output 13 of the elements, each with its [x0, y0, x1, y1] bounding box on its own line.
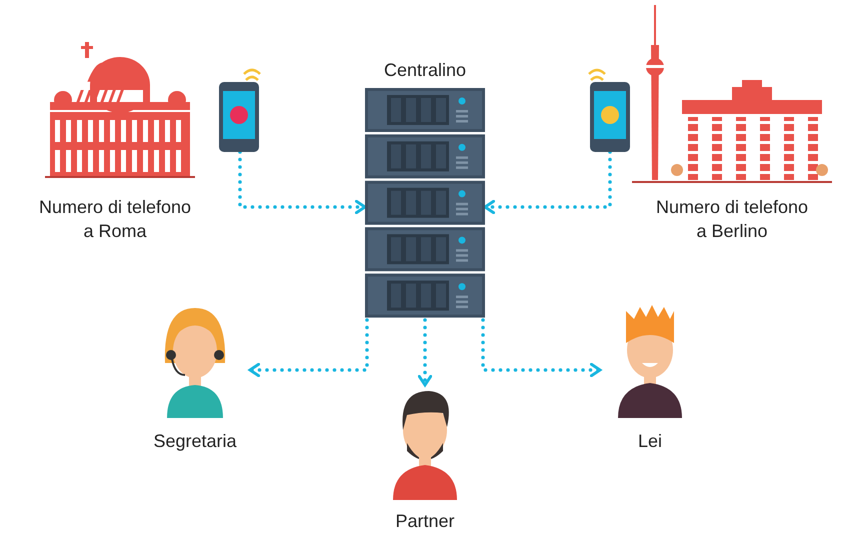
smartphone-icon: [587, 68, 633, 152]
dotted-arrow: [418, 318, 432, 387]
dotted-arrow: [238, 150, 367, 214]
location-label: Numero di telefono a Roma: [38, 197, 192, 241]
dotted-arrow: [483, 150, 612, 214]
person-label: Partner: [395, 511, 455, 531]
location-label: Numero di telefono a Berlino: [656, 197, 808, 241]
dotted-arrow: [248, 318, 369, 378]
dotted-arrow: [481, 318, 602, 378]
person-label: Segretaria: [153, 431, 237, 451]
person-label: Lei: [638, 431, 662, 451]
smartphone-icon: [216, 68, 262, 152]
server-label: Centralino: [384, 60, 466, 80]
